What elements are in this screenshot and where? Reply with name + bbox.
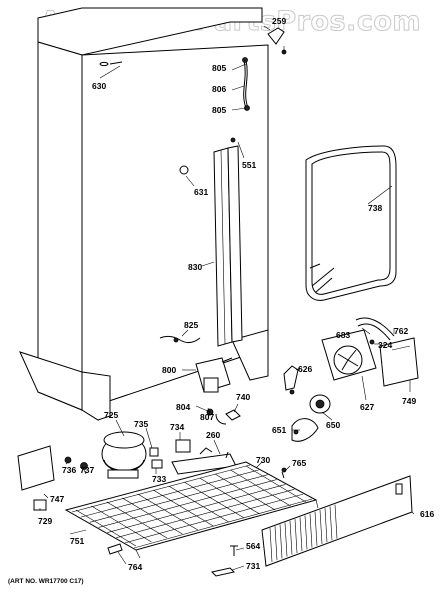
fastener-parts [107, 451, 287, 577]
callout-749: 749 [402, 396, 416, 406]
callout-651: 651 [272, 425, 286, 435]
callout-725: 725 [104, 410, 118, 420]
bracket-part-626 [283, 365, 299, 395]
rear-grille-part [261, 475, 413, 567]
callout-731: 731 [246, 561, 260, 571]
part-callouts: 259 630 805 806 805 551 631 738 830 825 … [38, 16, 434, 572]
callout-630: 630 [92, 81, 106, 91]
callout-807: 807 [200, 412, 214, 422]
condenser-pan-part [64, 461, 319, 559]
callout-751: 751 [70, 536, 84, 546]
callout-626: 626 [298, 364, 312, 374]
callout-736: 736 [62, 465, 76, 475]
art-number: (ART NO. WR17700 C17) [8, 578, 84, 585]
callout-683: 683 [336, 330, 350, 340]
callout-740: 740 [236, 392, 250, 402]
clip-part-740 [225, 409, 241, 421]
callout-764: 764 [128, 562, 142, 572]
relay-parts [149, 439, 191, 469]
callout-765: 765 [292, 458, 306, 468]
callout-747: 747 [50, 494, 64, 504]
hinge-part [267, 27, 287, 55]
callout-805-top: 805 [212, 63, 226, 73]
callout-730: 730 [256, 455, 270, 465]
bracket-part-747 [17, 445, 88, 511]
callout-616: 616 [420, 509, 434, 519]
gasket-frame-part [305, 145, 397, 301]
callout-650: 650 [326, 420, 340, 430]
callout-631: 631 [194, 187, 208, 197]
refrigerator-cabinet [19, 7, 269, 421]
callout-806: 806 [212, 84, 226, 94]
callout-735: 735 [134, 419, 148, 429]
callout-564: 564 [246, 541, 260, 551]
callout-733: 733 [152, 474, 166, 484]
callout-324: 324 [378, 340, 392, 350]
callout-830: 830 [188, 262, 202, 272]
callout-738: 738 [368, 203, 382, 213]
callout-805-bottom: 805 [212, 105, 226, 115]
compressor-part [101, 431, 147, 479]
leader-lines [39, 25, 415, 571]
callout-627: 627 [360, 402, 374, 412]
callout-762: 762 [394, 326, 408, 336]
callout-551: 551 [242, 160, 256, 170]
callout-804: 804 [176, 402, 190, 412]
callout-737: 737 [80, 465, 94, 475]
callout-259: 259 [272, 16, 286, 26]
callout-260: 260 [206, 430, 220, 440]
callout-734: 734 [170, 422, 184, 432]
callout-800: 800 [162, 365, 176, 375]
condenser-fan-assembly [291, 329, 419, 442]
callout-729: 729 [38, 516, 52, 526]
callout-825: 825 [184, 320, 198, 330]
drain-tube-part [355, 317, 395, 345]
